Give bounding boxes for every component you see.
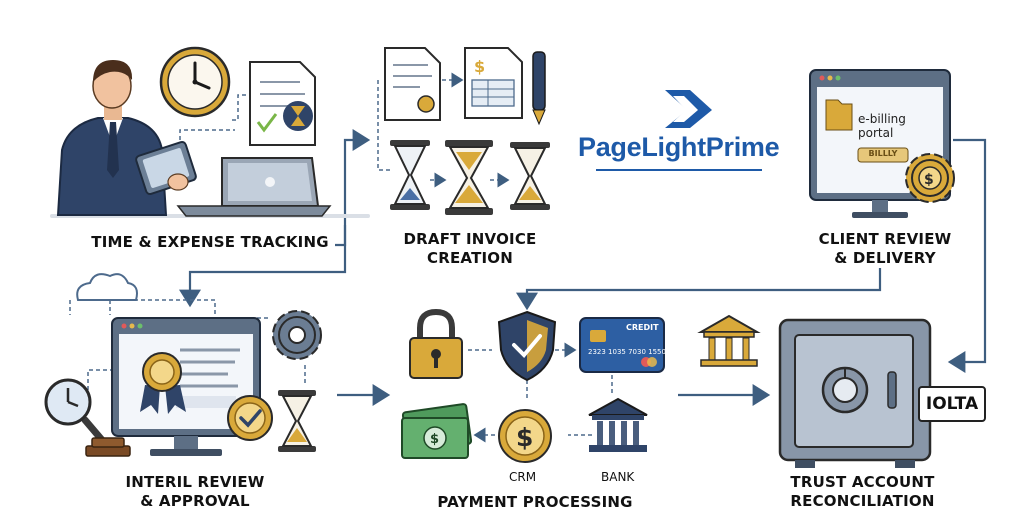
bank-building-icon-1 [697,314,761,367]
card-number: 2323 1035 7030 1550 [588,348,666,356]
draft-label-line1: DRAFT INVOICE [403,230,537,248]
portal-label: e-billing portal [858,112,906,140]
invoice-document-icon: $ [464,47,523,119]
hourglass-icon-4 [278,390,316,452]
portal-line2: portal [858,126,894,140]
step-label-interil-review: INTERIL REVIEW & APPROVAL [110,473,280,511]
card-title: CREDIT [626,323,659,332]
svg-text:$: $ [924,172,934,188]
contract-document-icon [384,47,441,121]
payment-processing-illustration: $ $ [401,308,761,463]
svg-text:$: $ [474,57,485,76]
person-icon [56,60,197,216]
brand-underline [596,169,762,171]
step-label-draft-invoice: DRAFT INVOICE CREATION [380,230,560,268]
client-label-line1: CLIENT REVIEW [818,230,952,248]
flow-connectors [179,129,987,406]
arrow-client-to-payment [516,268,882,311]
step-label-payment: PAYMENT PROCESSING [437,493,633,511]
gavel-icon [85,437,131,457]
trust-label-line2: RECONCILIATION [790,492,935,510]
laptop-icon [176,157,332,217]
bank-building-icon-2 [588,397,648,452]
award-ribbon-icon [140,352,186,414]
arrow-time-to-draft [335,129,371,247]
cloud-icon [76,273,138,301]
client-review-illustration: $ [809,69,955,218]
clock-icon [159,46,231,118]
hourglass-icon-2 [445,140,493,215]
client-label-line2: & DELIVERY [834,249,936,267]
brand-name: PageLightPrime [578,132,780,162]
interil-label-line2: & APPROVAL [140,492,250,510]
hourglass-icon-1 [390,140,430,210]
shield-check-icon [497,310,557,382]
brand-logo: PageLightPrime [578,88,788,178]
time-tracking-illustration [50,46,370,218]
arrow-portal-to-trust [947,138,987,373]
check-badge-icon [227,395,273,441]
brand-logo-mark [665,90,712,128]
arrow-draft-to-interil [179,225,347,308]
crm-label: CRM [509,470,537,484]
bank-label: BANK [601,470,635,484]
credit-card-icon [579,317,665,373]
step-label-trust-account: TRUST ACCOUNT RECONCILIATION [775,473,950,511]
svg-text:$: $ [516,423,533,452]
padlock-icon [409,308,463,379]
svg-text:$: $ [430,432,439,447]
magnifier-icon [44,378,106,444]
gear-dollar-icon: $ [905,153,955,203]
settings-gear-icon [272,310,322,360]
iolta-badge: IOLTA [918,386,986,422]
trust-label-line1: TRUST ACCOUNT [790,473,935,491]
trust-account-illustration [778,318,932,468]
timesheet-document-icon [249,61,316,146]
step-label-time-tracking: TIME & EXPENSE TRACKING [91,233,329,251]
cash-bills-icon: $ [401,403,473,459]
hourglass-icon-3 [510,142,550,210]
pen-icon [532,51,546,126]
interil-label-line1: INTERIL REVIEW [125,473,265,491]
portal-line1: e-billing [858,112,906,126]
portal-button: BILLLY [868,149,898,158]
draft-label-line2: CREATION [427,249,513,267]
draft-invoice-illustration: $ [384,47,550,215]
safe-vault-icon [778,318,932,468]
interil-review-illustration [44,273,322,457]
step-label-client-review: CLIENT REVIEW & DELIVERY [800,230,970,268]
crm-coin-icon: $ [498,409,552,463]
